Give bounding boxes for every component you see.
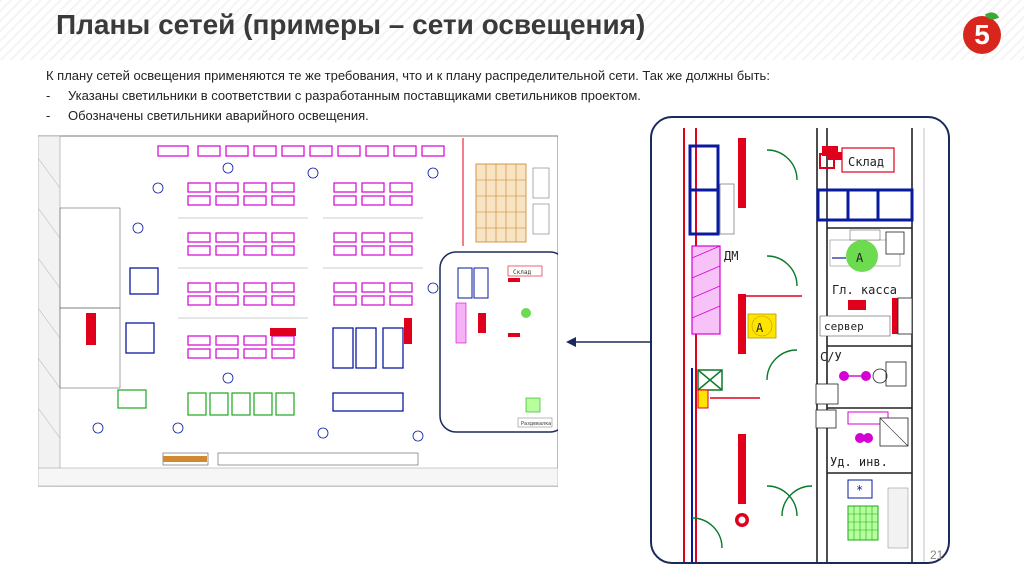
bullet-item: - Указаны светильники в соответствии с ра… — [46, 86, 926, 106]
slide-header: Планы сетей (примеры – сети освещения) 5 — [0, 0, 1024, 60]
zoom-label-udinv: Уд. инв. — [830, 455, 888, 469]
callout-arrow — [566, 337, 650, 347]
zoom-label-sklad: Склад — [848, 155, 884, 169]
zoom-label-a2: А — [856, 251, 864, 265]
bullet-marker: - — [46, 108, 51, 123]
plan-label-sklad: Склад — [513, 269, 531, 276]
zoom-label-dm: ДМ — [724, 249, 738, 263]
plan-label-razdevalka: Раздевалка — [521, 421, 551, 427]
zoomed-detail-frame: Склад ДМ А А — [650, 116, 950, 564]
bullet-marker: - — [46, 88, 51, 103]
page-number: 21 — [930, 548, 944, 562]
zoom-label-su: С/У — [820, 350, 842, 364]
bullet-text: Обозначены светильники аварийного освеще… — [68, 108, 369, 123]
zoom-label-kassa: Гл. касса — [832, 283, 897, 297]
lighting-floor-plan: Склад Раздевалка — [38, 135, 558, 487]
bullet-text: Указаны светильники в соответствии с раз… — [68, 88, 641, 103]
slide-body: К плану сетей освещения применяются те ж… — [46, 66, 926, 126]
zoom-label-a1: А — [756, 321, 764, 335]
zoom-label-server: сервер — [824, 320, 864, 333]
slide-title: Планы сетей (примеры – сети освещения) — [56, 9, 646, 40]
zoom-star-mark: * — [856, 483, 863, 497]
pyaterochka-logo: 5 — [963, 16, 1001, 54]
bullet-item: - Обозначены светильники аварийного освещ… — [46, 106, 926, 126]
intro-text: К плану сетей освещения применяются те ж… — [46, 68, 770, 83]
zoomed-detail-plan: Склад ДМ А А — [683, 128, 925, 562]
